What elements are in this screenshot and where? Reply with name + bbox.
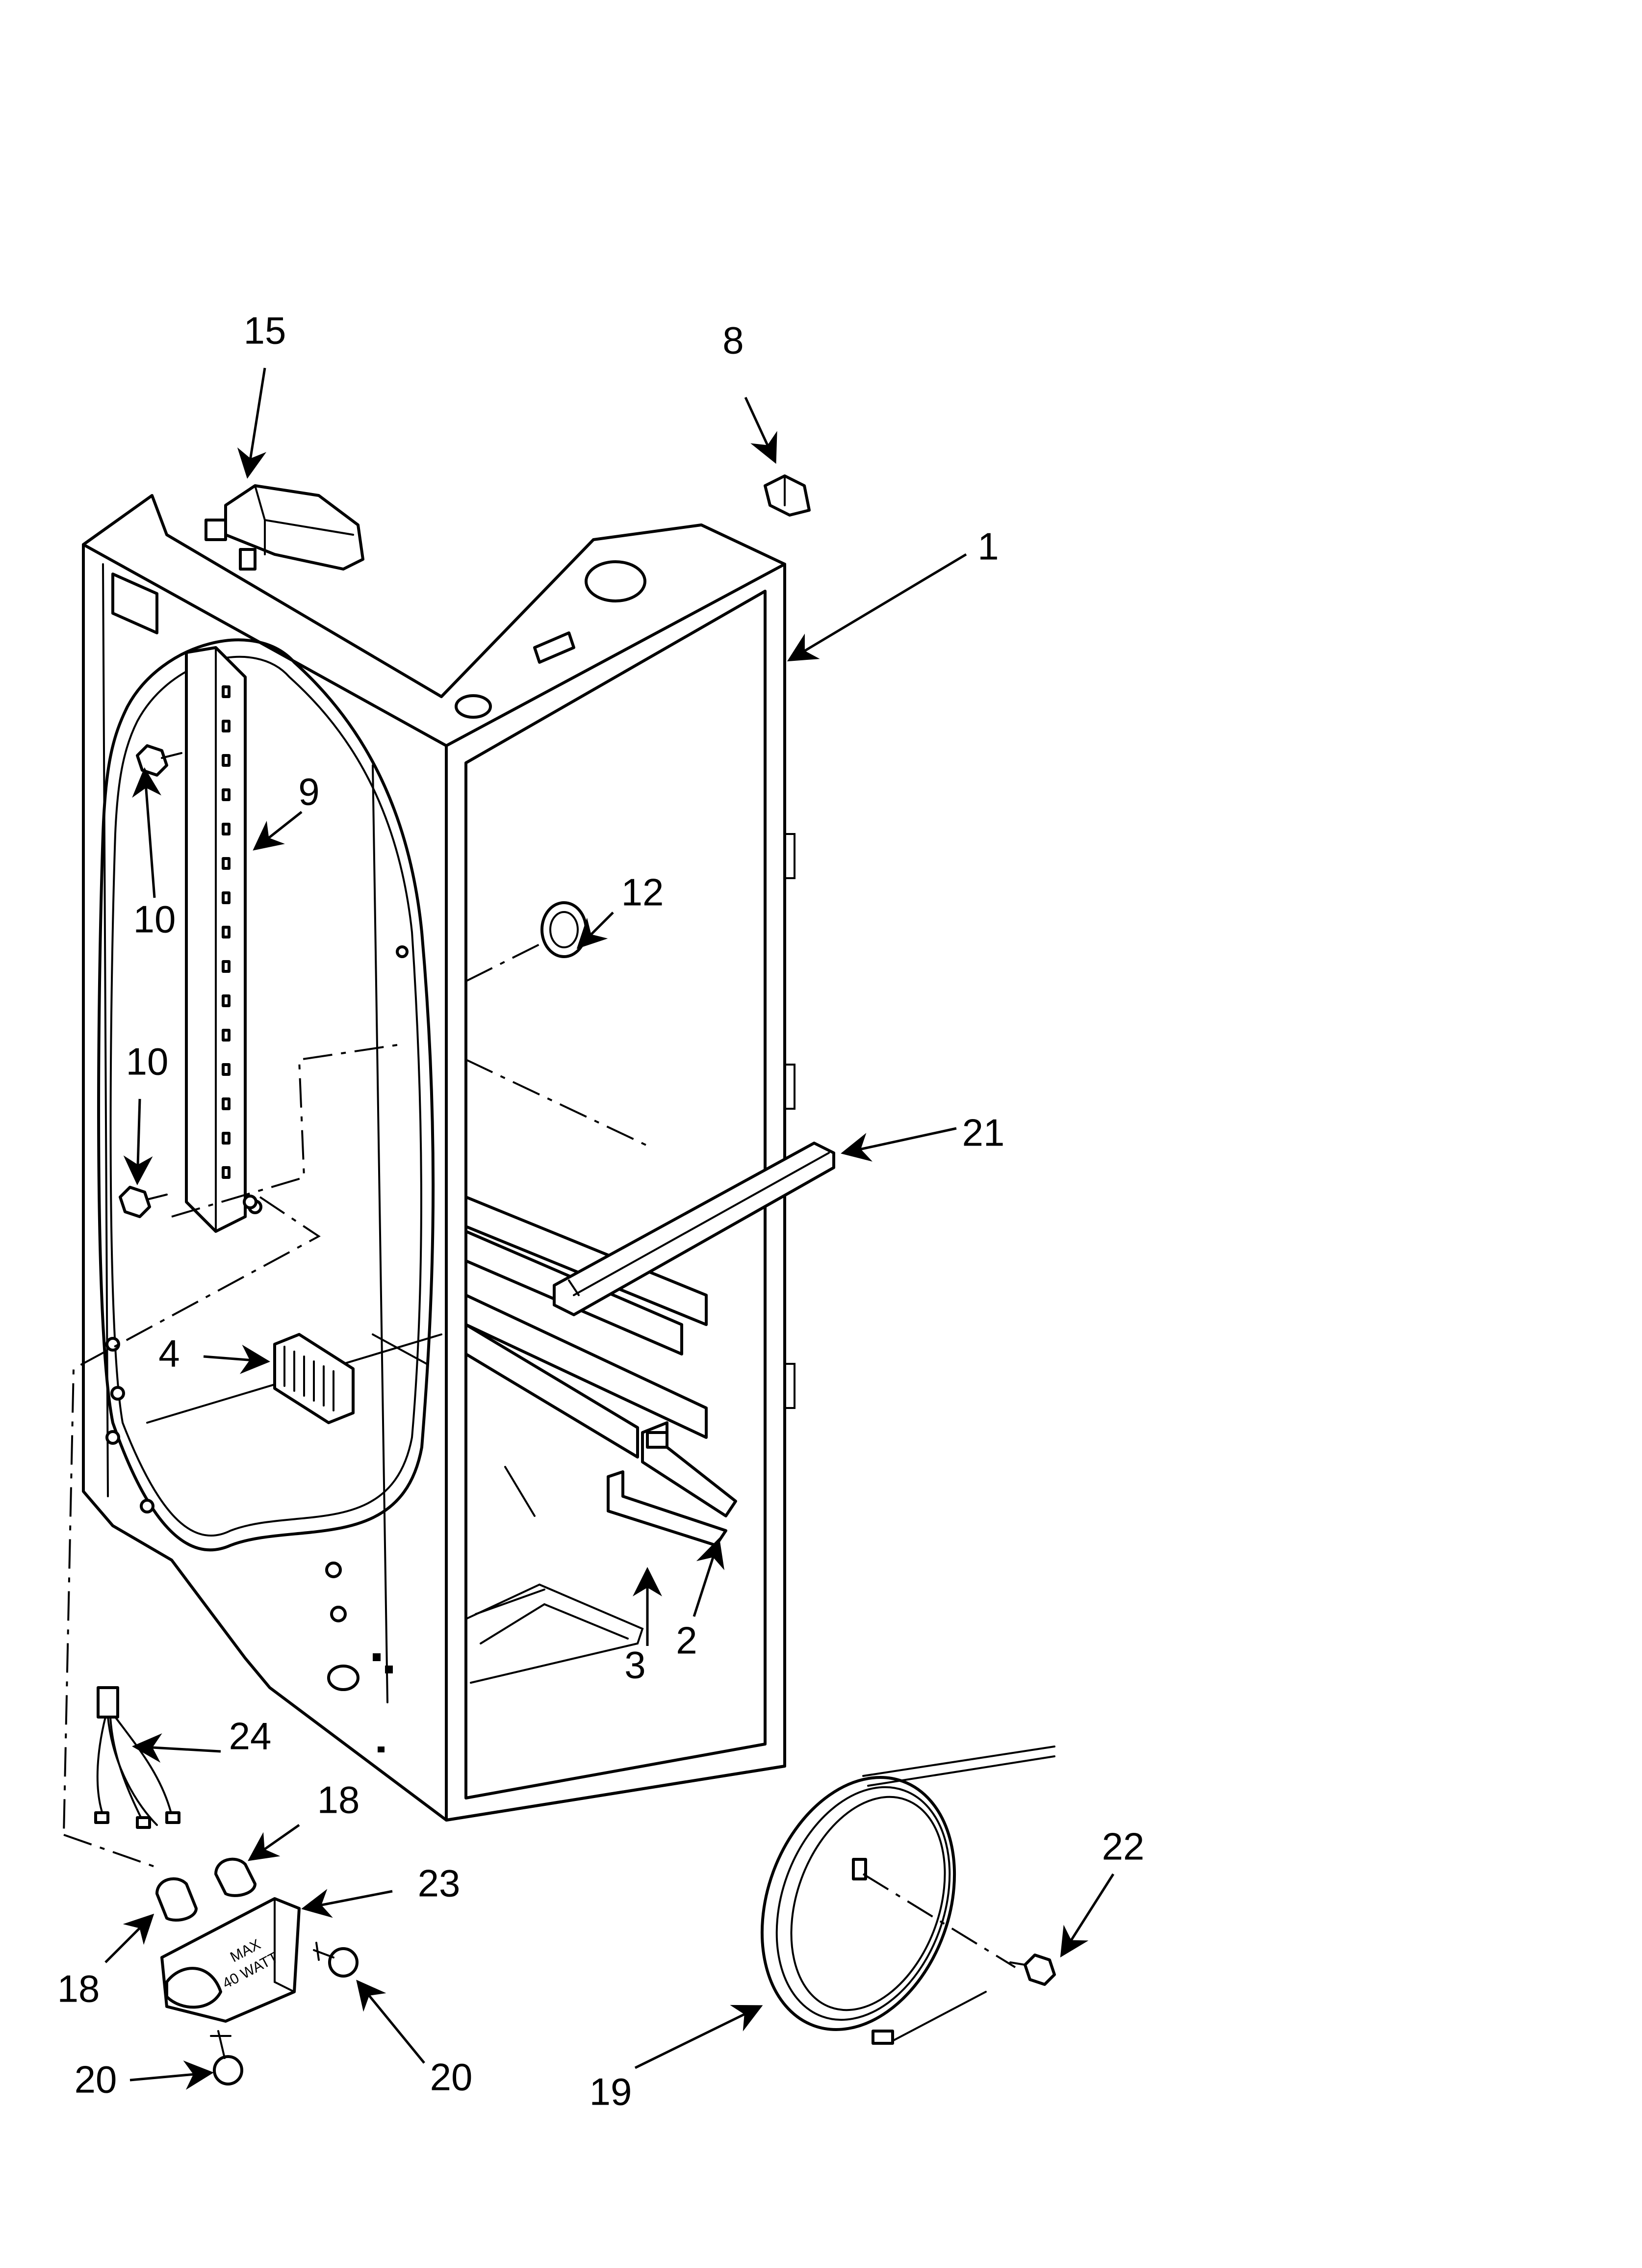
shelf-rails	[464, 1196, 737, 1547]
callout-18-lower: 18	[57, 1967, 100, 2010]
callout-20-right: 20	[430, 2056, 473, 2099]
screw-10-lower	[119, 1186, 168, 1218]
clip-18-lower	[155, 1877, 198, 1922]
tubing-coil-19	[760, 1746, 1055, 2045]
callout-1: 1	[977, 525, 999, 568]
grommet-12	[540, 901, 588, 958]
callout-15: 15	[244, 309, 286, 352]
screw-22	[1009, 1954, 1056, 1986]
hinge-housing-15	[205, 484, 364, 571]
callout-20-left: 20	[75, 2058, 117, 2101]
vent-grille-4	[273, 1333, 355, 1424]
strip-slots	[222, 685, 231, 1179]
callout-10-upper: 10	[133, 898, 176, 941]
callout-4: 4	[158, 1332, 180, 1375]
clip-18-upper	[214, 1857, 257, 1897]
vertical-strip-9	[185, 646, 409, 1233]
callout-2: 2	[676, 1619, 697, 1662]
callout-24: 24	[229, 1715, 272, 1758]
callout-3: 3	[624, 1643, 645, 1687]
callout-9: 9	[298, 770, 319, 813]
cabinet-liner	[82, 494, 795, 1822]
bulb-20-right	[313, 1942, 359, 1978]
callout-23: 23	[418, 1862, 461, 1905]
callout-21: 21	[962, 1111, 1005, 1154]
wiring-harness-24	[94, 1686, 180, 1829]
clip-8	[764, 474, 811, 517]
callout-18-upper: 18	[317, 1778, 360, 1822]
callout-19: 19	[590, 2070, 632, 2113]
light-socket-23: MAX 40 WATT	[160, 1897, 301, 2023]
callouts: 15 8 1 9 10 12 10 21 4 3 2 24 18 23 18 2…	[57, 309, 1145, 2113]
shelf-support-21	[553, 1142, 835, 1316]
callout-12: 12	[621, 871, 664, 914]
callout-8: 8	[722, 319, 744, 362]
assembly-lines	[63, 941, 1016, 1968]
bulb-20-left	[210, 2030, 243, 2086]
callout-10-lower: 10	[126, 1040, 169, 1083]
leader-arrows	[104, 367, 1115, 2090]
callout-22: 22	[1102, 1825, 1145, 1868]
